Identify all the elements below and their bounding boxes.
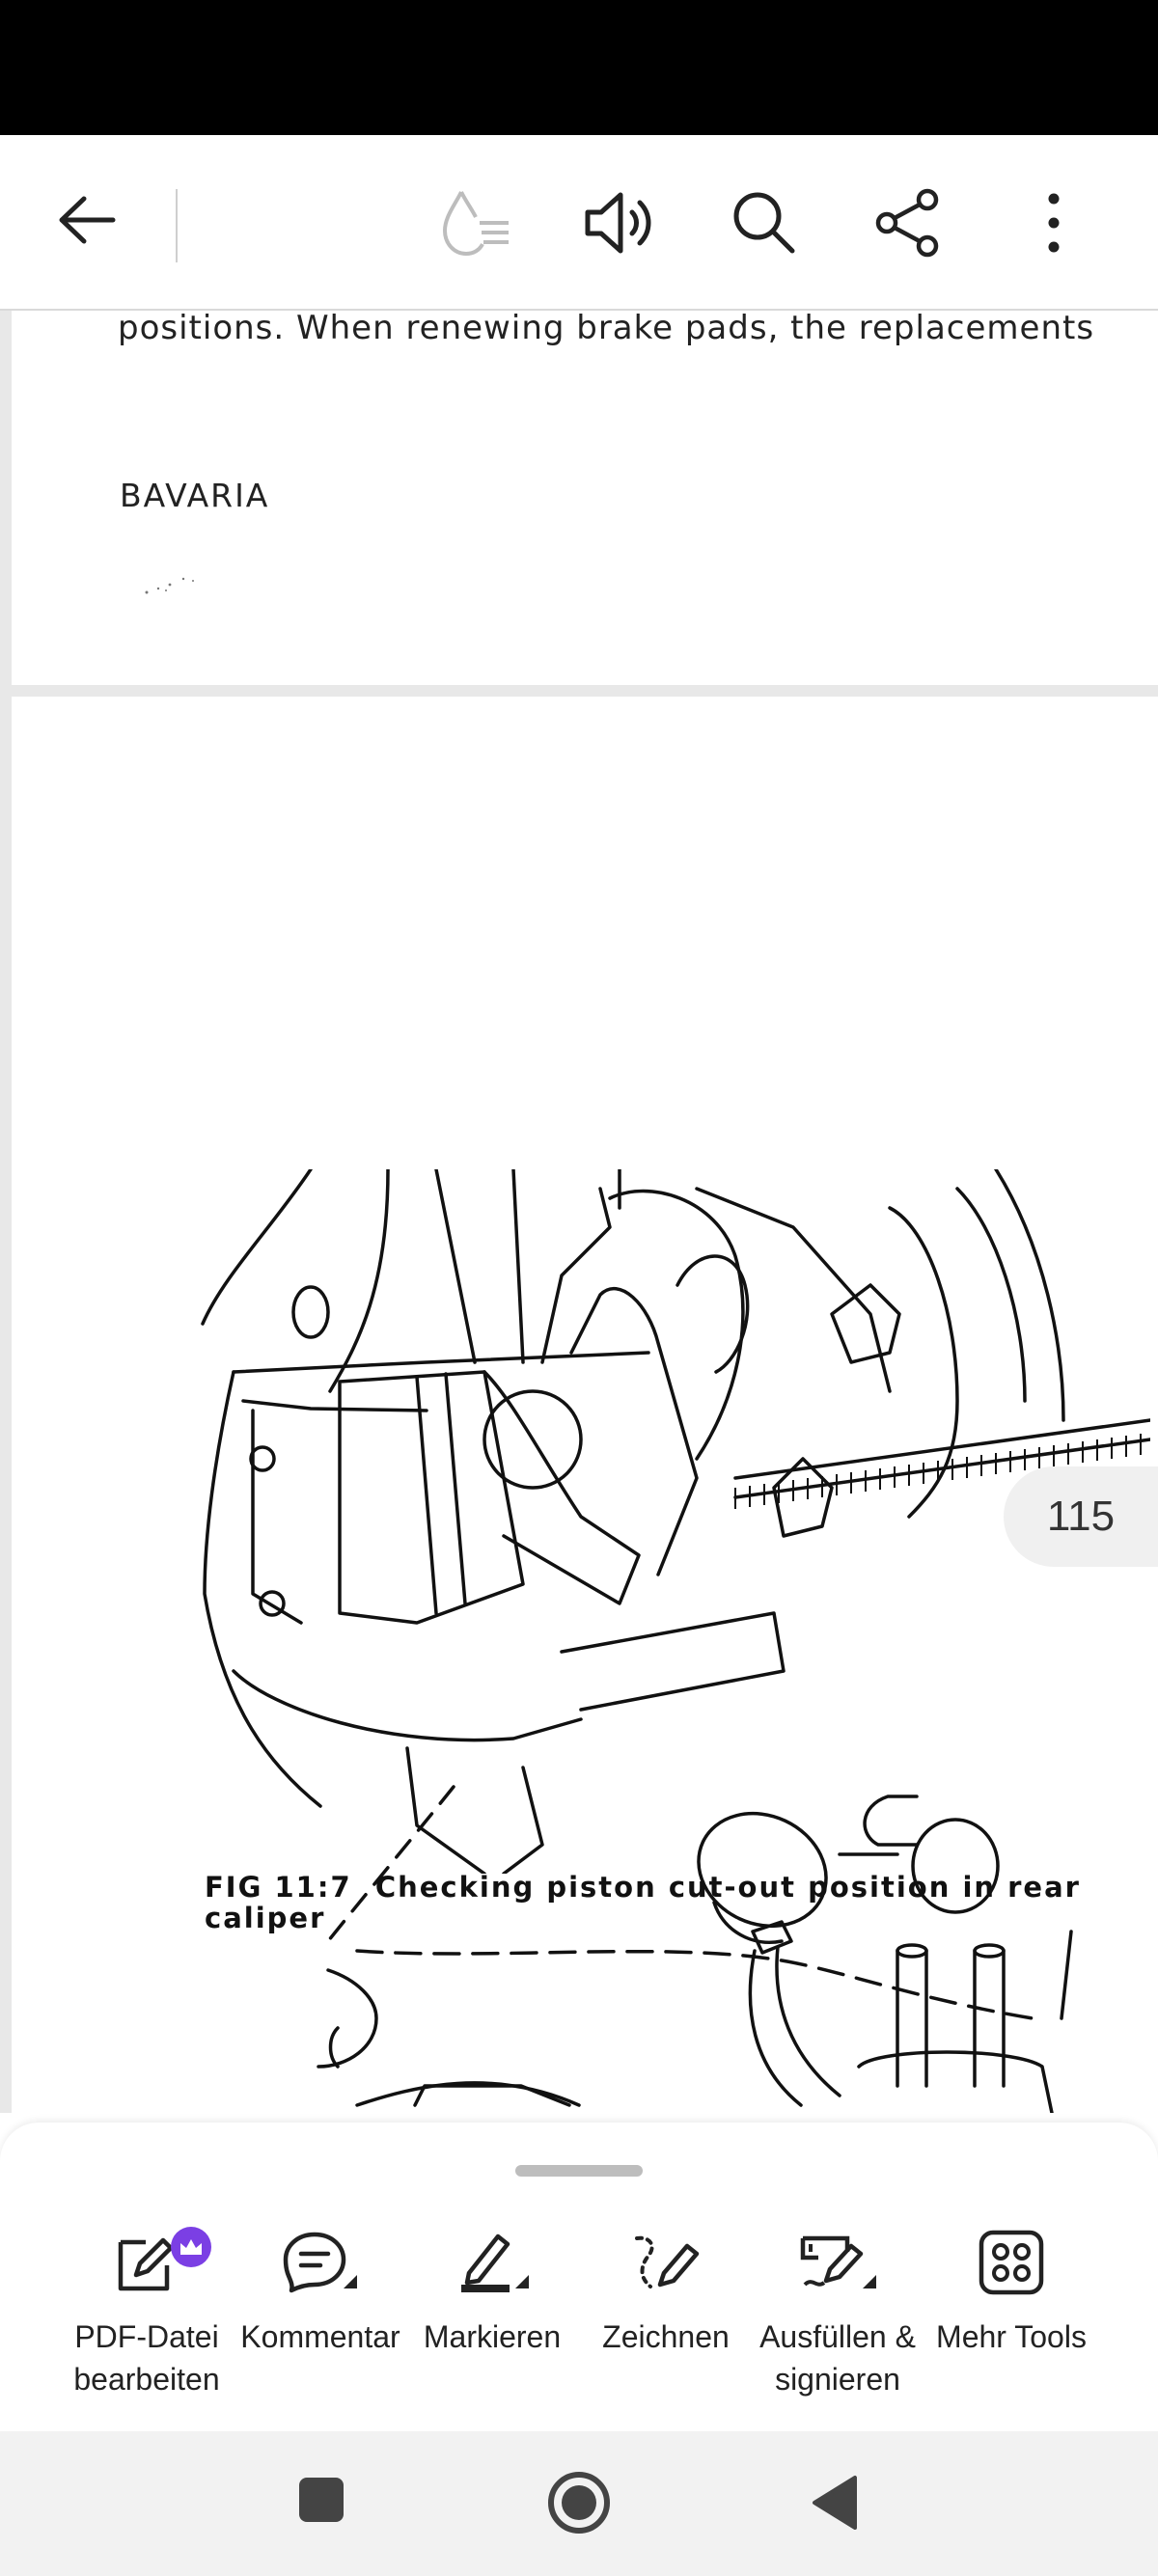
tool-edit-pdf[interactable]: PDF-Datei bearbeiten bbox=[60, 2219, 234, 2400]
fill-sign-icon bbox=[751, 2219, 924, 2306]
status-bar bbox=[0, 0, 1158, 135]
tool-label: Kommentar bbox=[240, 2319, 400, 2354]
tool-label: Mehr Tools bbox=[936, 2319, 1087, 2354]
page-number-badge: 115 bbox=[1004, 1466, 1158, 1567]
tool-draw[interactable]: Zeichnen bbox=[579, 2219, 753, 2358]
tool-label: Markieren bbox=[423, 2319, 562, 2354]
pdf-page-114: positions. When renewing brake pads, the… bbox=[12, 311, 1158, 685]
pdf-page-115: FIG 11:7 Checking piston cut-out positio… bbox=[12, 697, 1158, 2113]
premium-crown-badge bbox=[171, 2227, 211, 2267]
search-icon[interactable] bbox=[724, 181, 805, 264]
tool-label: PDF-Datei bearbeiten bbox=[73, 2319, 220, 2397]
tool-more-tools[interactable]: Mehr Tools bbox=[924, 2219, 1098, 2358]
home-circle-icon[interactable] bbox=[546, 2470, 612, 2535]
app-bar-divider bbox=[176, 189, 178, 262]
pdf-viewer[interactable]: positions. When renewing brake pads, the… bbox=[0, 311, 1158, 2113]
draw-icon bbox=[579, 2219, 753, 2306]
page-text-line: positions. When renewing brake pads, the… bbox=[118, 311, 1095, 347]
tool-label: Ausfüllen & signieren bbox=[759, 2319, 916, 2397]
sheet-drag-handle[interactable] bbox=[515, 2165, 643, 2177]
back-arrow-icon[interactable] bbox=[48, 181, 125, 259]
recents-square-icon[interactable] bbox=[299, 2478, 344, 2522]
highlight-icon bbox=[405, 2219, 579, 2306]
scan-speckles bbox=[145, 577, 194, 594]
speaker-icon[interactable] bbox=[577, 181, 660, 264]
share-icon[interactable] bbox=[867, 181, 950, 264]
system-nav-bar bbox=[0, 2431, 1158, 2576]
dial-gauge-figure-visible bbox=[317, 1785, 1073, 2113]
tool-fill-sign[interactable]: Ausfüllen & signieren bbox=[751, 2219, 924, 2400]
tool-label: Zeichnen bbox=[602, 2319, 730, 2354]
page-footer-text: BAVARIA bbox=[120, 477, 270, 514]
edit-pdf-icon bbox=[60, 2219, 234, 2306]
comment-icon bbox=[234, 2219, 407, 2306]
tools-bottom-sheet: PDF-Datei bearbeiten Kommentar Markieren… bbox=[0, 2123, 1158, 2431]
grid-icon bbox=[924, 2219, 1098, 2306]
more-vertical-icon[interactable] bbox=[1015, 181, 1092, 264]
tool-comment[interactable]: Kommentar bbox=[234, 2219, 407, 2358]
tool-highlight[interactable]: Markieren bbox=[405, 2219, 579, 2358]
figure-caption-line-2: caliper bbox=[205, 1902, 326, 1934]
brake-caliper-figure bbox=[201, 1169, 1150, 1874]
liquid-mode-icon[interactable] bbox=[432, 181, 519, 264]
app-bar bbox=[0, 135, 1158, 311]
back-triangle-icon[interactable] bbox=[809, 2474, 859, 2532]
